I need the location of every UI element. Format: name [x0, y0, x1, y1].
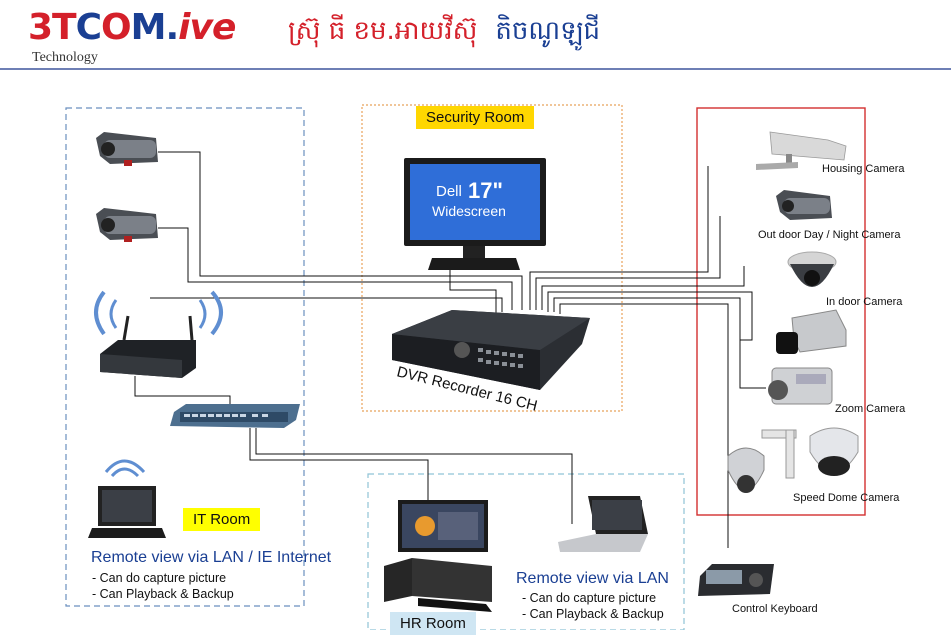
- indoor-dome-camera-icon: [787, 251, 837, 287]
- laptop-icon: [558, 496, 648, 552]
- monitor-icon: [404, 158, 546, 270]
- it-room-box: [65, 107, 305, 607]
- camera-label-zoom: Zoom Camera: [835, 403, 906, 415]
- zoom-camera-icon: [768, 367, 833, 405]
- security-room-box: [361, 104, 623, 412]
- monitor-brand: Dell: [436, 183, 462, 200]
- control-keyboard-label: Control Keyboard: [732, 603, 818, 615]
- it-remote-item: - Can Playback & Backup: [92, 587, 234, 601]
- camera-label-housing: Housing Camera: [822, 163, 905, 175]
- hr-remote-item: - Can Playback & Backup: [522, 607, 664, 621]
- header-divider: [0, 68, 951, 70]
- outdoor-camera-icon: [776, 190, 832, 220]
- wireless-router-icon: [94, 290, 223, 378]
- camera-group-box: [696, 107, 866, 516]
- monitor-type: Widescreen: [432, 203, 506, 219]
- title-khmer-technology: តិចណូឡូជី: [495, 16, 601, 46]
- camera-label-outdoor: Out door Day / Night Camera: [758, 229, 901, 241]
- dvr-recorder-icon: [392, 310, 590, 390]
- speed-dome-camera-icon: [727, 427, 859, 493]
- title-khmer: ស្រ៊ុ ធី ខម.អាយវីស៊ុ: [288, 16, 478, 46]
- camera-label-speed-dome: Speed Dome Camera: [793, 492, 900, 504]
- box-camera-icon: [776, 309, 847, 354]
- camera-label-indoor: In door Camera: [826, 296, 903, 308]
- monitor-size: 17": [468, 178, 503, 203]
- wires: [134, 151, 766, 548]
- hr-remote-title: Remote view via LAN: [516, 570, 669, 587]
- hr-room-tag: HR Room: [390, 612, 476, 635]
- it-remote-item: - Can do capture picture: [92, 571, 227, 585]
- logo-subtitle: Technology: [32, 50, 98, 65]
- housing-camera-icon: [756, 131, 847, 170]
- control-keyboard-icon: [698, 564, 774, 596]
- page-title: ស្រ៊ុ ធី ខម.អាយវីស៊ុ តិចណូឡូជី: [288, 14, 600, 52]
- security-room-tag: Security Room: [416, 106, 535, 129]
- hr-remote-item: - Can do capture picture: [522, 591, 657, 605]
- hr-room-box: [367, 473, 685, 630]
- workstation-icon: [384, 500, 492, 612]
- it-remote-title: Remote view via LAN / IE Internet: [91, 549, 332, 566]
- company-logo: 3TCOM.ive: [28, 7, 236, 48]
- bullet-camera-icon: [96, 208, 158, 242]
- it-room-tag: IT Room: [183, 508, 261, 531]
- wifi-laptop-icon: [88, 459, 166, 538]
- network-switch-icon: [170, 404, 300, 428]
- bullet-camera-icon: [96, 132, 158, 166]
